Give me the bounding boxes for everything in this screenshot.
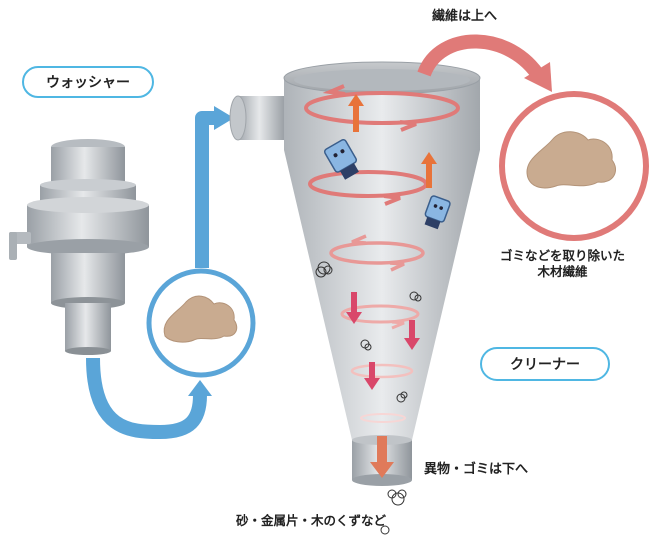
debris-down-label: 異物・ゴミは下へ [424,462,529,477]
flow-arrowhead-up [188,380,212,396]
wood-fiber-pile-icon [526,131,616,189]
clean-fiber-circle [499,91,649,241]
mascot-character-icon [323,138,451,230]
debris-down-arrows [346,292,420,390]
debris-scribble-icon [315,261,422,535]
fiber-output-arrow [417,34,552,92]
cleaner-label: クリーナー [480,347,610,381]
flow-arrowhead-right [214,106,234,130]
washer-label: ウォッシャー [22,66,154,98]
clean-fiber-label-line2: 木材繊維 [537,263,588,279]
clean-fiber-label: ゴミなどを取り除いた 木材繊維 [500,248,625,279]
washer-machine-icon [9,139,149,355]
debris-examples-label: 砂・金属片・木のくずなど [236,513,387,528]
flow-pipe [86,111,214,439]
pulp-bubble [146,268,256,378]
fiber-up-label: 繊維は上へ [432,9,498,24]
debris-out-arrow [370,436,394,478]
fiber-up-arrows [348,94,437,188]
wood-fiber-pile-icon [163,295,238,343]
clean-fiber-label-line1: ゴミなどを取り除いた [500,248,626,263]
